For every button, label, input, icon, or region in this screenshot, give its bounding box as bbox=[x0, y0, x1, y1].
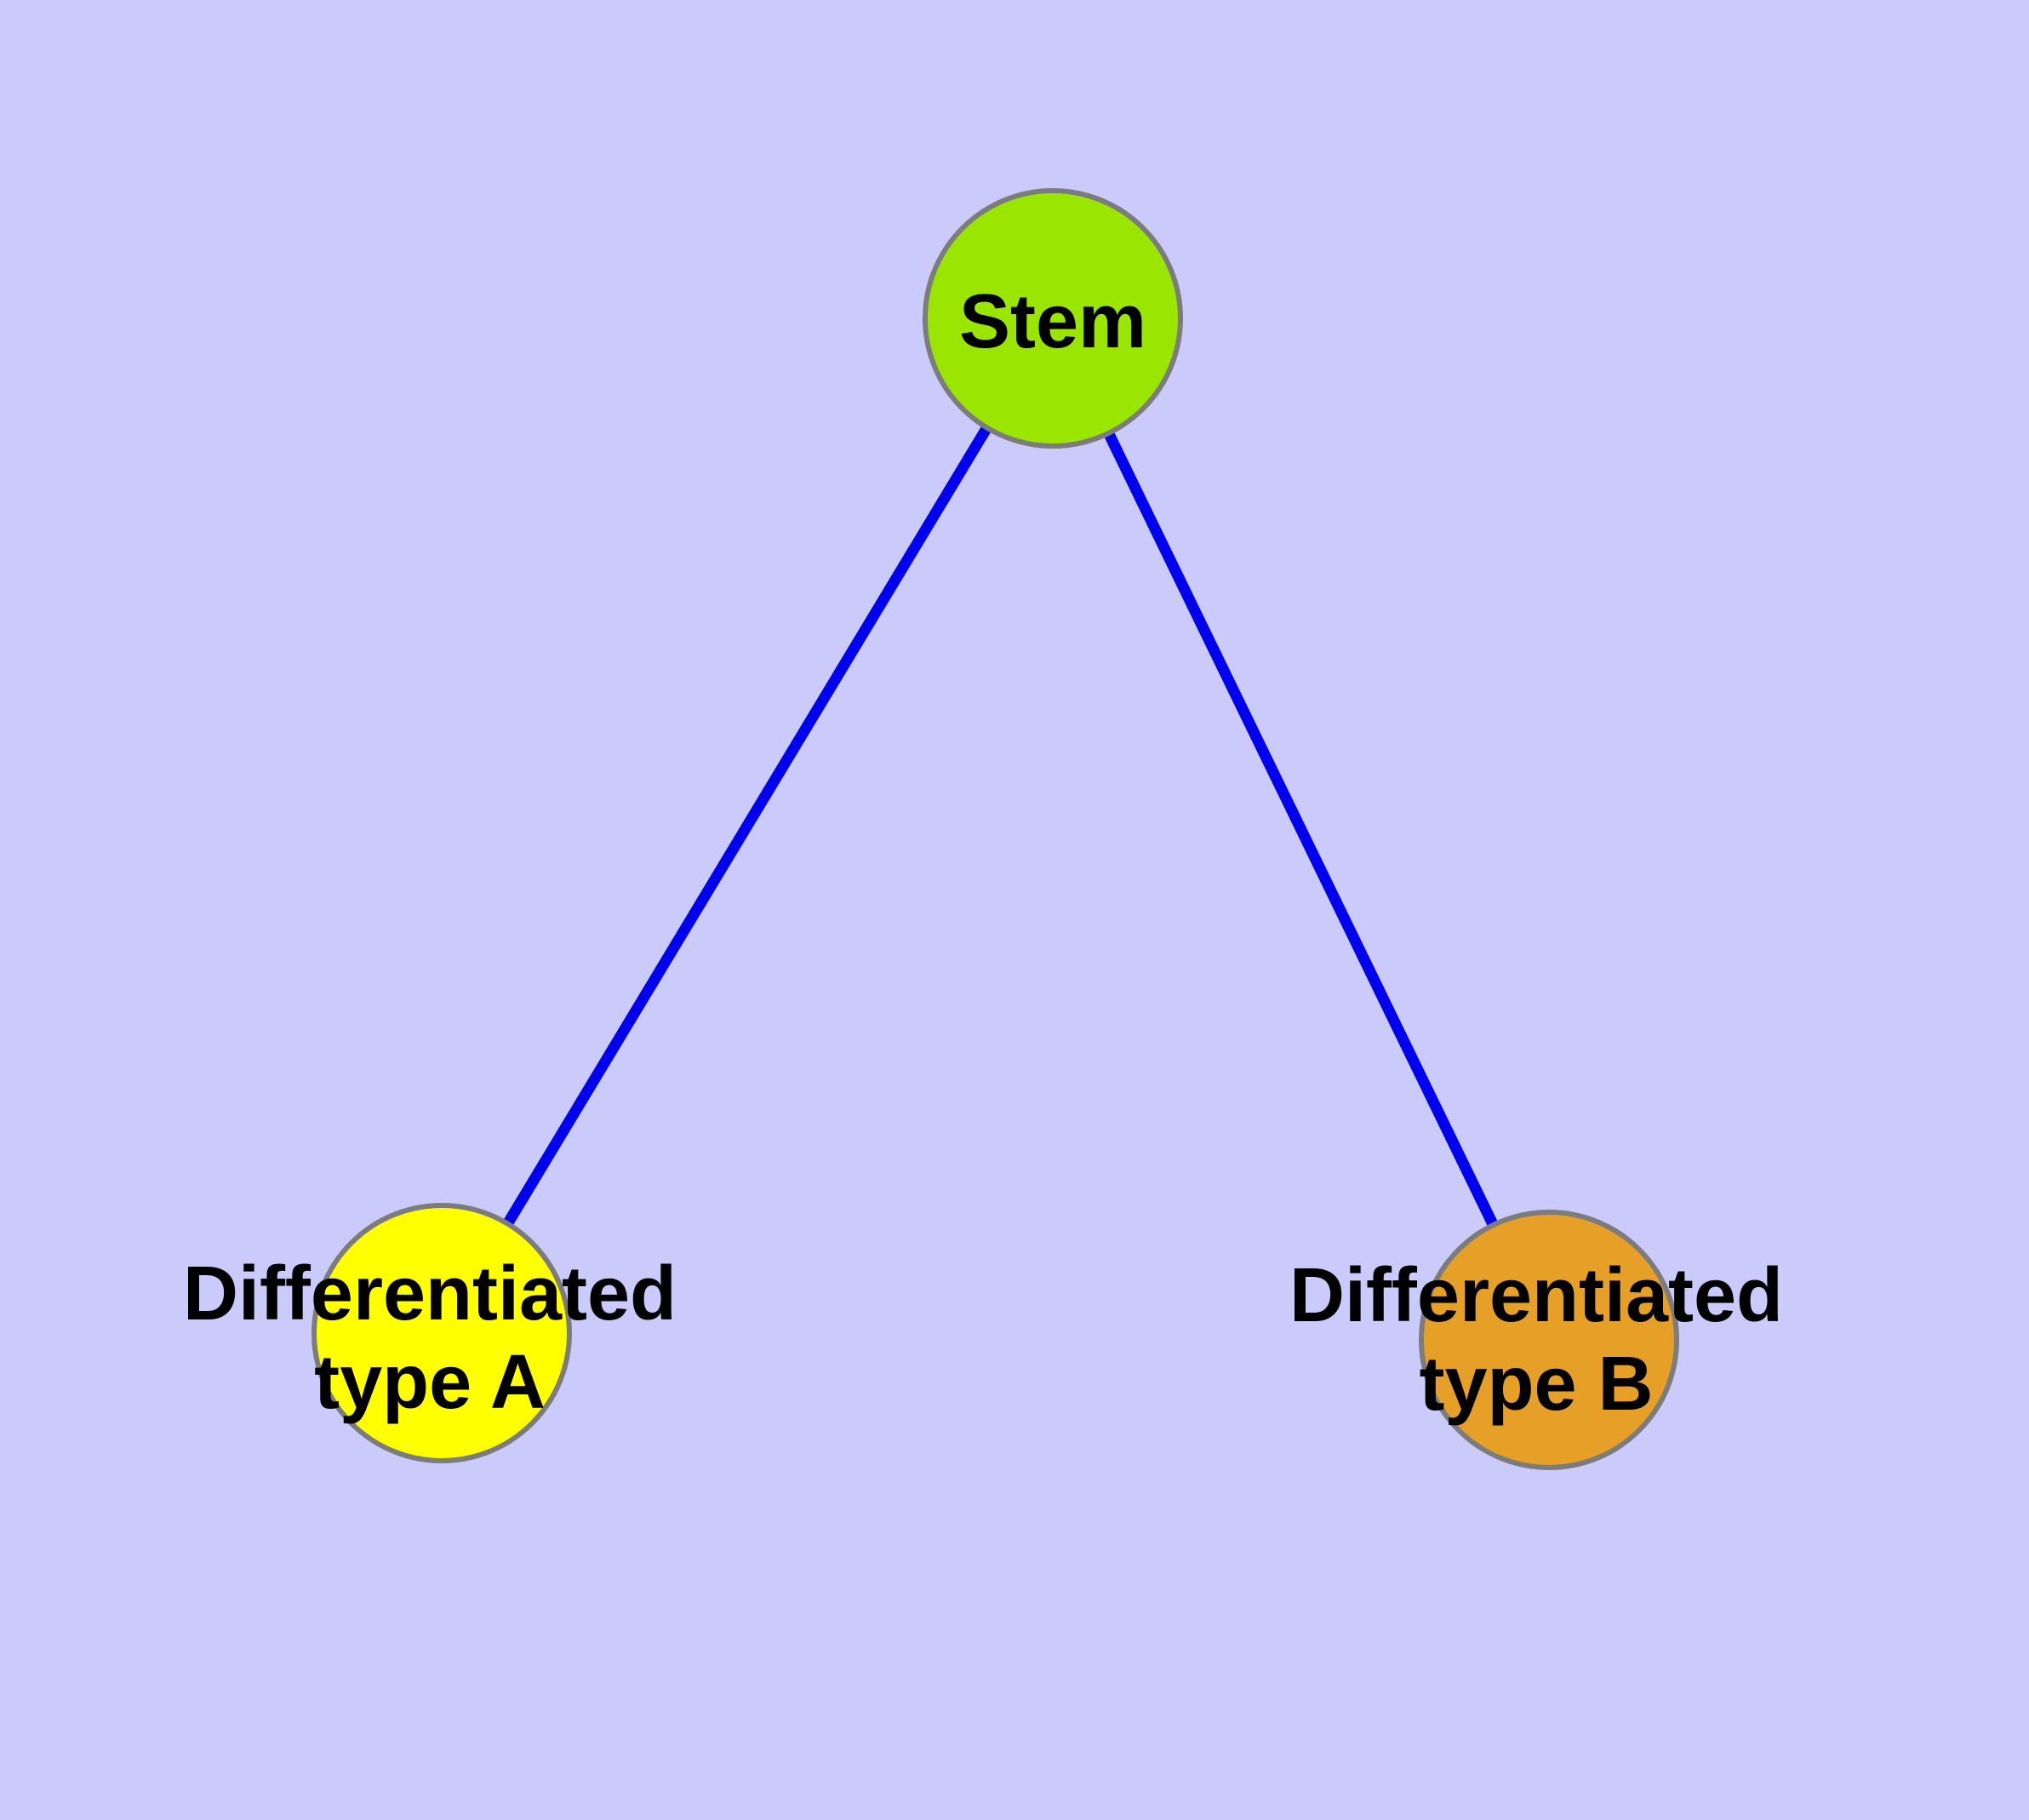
edge-stem-to-type-a bbox=[437, 315, 1058, 1336]
node-type-b-circle bbox=[1419, 1210, 1679, 1470]
node-type-a-circle bbox=[311, 1203, 572, 1463]
node-type-b-label-line2: type B bbox=[1419, 1342, 1653, 1427]
node-stem-circle bbox=[923, 188, 1183, 449]
node-differentiated-type-b: Differentiated type B bbox=[1289, 1210, 1783, 1470]
node-stem: Stem bbox=[923, 188, 1183, 449]
node-type-a-label-line2: type A bbox=[314, 1340, 546, 1425]
edge-stem-to-type-b bbox=[1048, 316, 1554, 1342]
node-stem-label: Stem bbox=[959, 279, 1146, 364]
node-type-b-label-line1: Differentiated bbox=[1289, 1253, 1783, 1338]
node-type-a-label-line1: Differentiated bbox=[183, 1251, 677, 1336]
node-differentiated-type-a: Differentiated type A bbox=[183, 1203, 677, 1463]
